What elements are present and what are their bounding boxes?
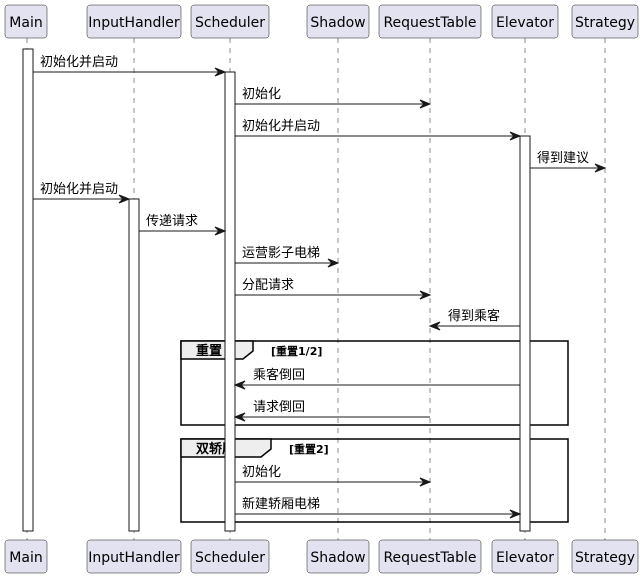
fragment-box [180, 438, 569, 523]
activation-main [22, 48, 34, 532]
participant-label: RequestTable [383, 15, 476, 31]
participant-box [86, 4, 182, 39]
message-9: 得到乘客 [428, 308, 520, 331]
fragment-guard: [重置2] [289, 442, 329, 456]
message-11: 请求倒回 [233, 400, 430, 422]
message-1: 初始化并启动 [33, 55, 227, 77]
arrowhead [233, 412, 246, 422]
message-label: 初始化并启动 [242, 119, 320, 134]
fragment-box [180, 340, 569, 426]
arrowhead [233, 380, 246, 390]
participant-box [190, 539, 270, 574]
participant-box [306, 4, 370, 39]
arrowhead [214, 226, 227, 236]
message-label: 分配请求 [242, 278, 294, 293]
participant-label: Scheduler [195, 15, 265, 31]
message-4: 得到建议 [530, 150, 607, 173]
arrowhead [594, 163, 607, 173]
message-6: 传递请求 [139, 214, 227, 236]
message-label: 初始化 [242, 465, 281, 480]
participant-box [190, 4, 270, 39]
activation-elevator [519, 135, 531, 532]
participant-box [86, 539, 182, 574]
message-2: 初始化 [235, 87, 432, 109]
arrowhead [428, 321, 441, 331]
participant-box [378, 4, 482, 39]
participant-label: InputHandler [88, 550, 180, 566]
arrowhead [118, 194, 131, 204]
participant-box [571, 4, 639, 39]
participant-label: Scheduler [195, 550, 265, 566]
participant-strategy-bottom: Strategy [571, 539, 639, 574]
message-label: 得到乘客 [448, 308, 500, 324]
participant-elevator-bottom: Elevator [491, 539, 559, 574]
arrowhead [509, 509, 522, 519]
participant-label: Shadow [310, 15, 365, 31]
participant-label: Shadow [310, 550, 365, 566]
participant-label: Strategy [575, 550, 635, 566]
participant-label: RequestTable [383, 550, 476, 566]
fragment-2: 双轿厢[重置2] [180, 438, 569, 523]
participant-label: Elevator [496, 550, 554, 566]
message-label: 得到建议 [537, 150, 589, 166]
arrowhead [419, 477, 432, 487]
message-label: 初始化并启动 [40, 182, 118, 197]
message-label: 新建轿厢电梯 [242, 496, 320, 512]
participant-label: Main [9, 15, 42, 31]
arrowhead [327, 258, 340, 268]
message-label: 初始化 [242, 87, 281, 102]
message-8: 分配请求 [235, 278, 432, 300]
activation-inputhandler [128, 198, 140, 532]
participant-box [306, 539, 370, 574]
participant-box [4, 4, 48, 39]
message-12: 初始化 [235, 465, 432, 487]
message-label: 初始化并启动 [40, 55, 118, 70]
participant-label: Elevator [496, 15, 554, 31]
participant-label: InputHandler [88, 15, 180, 31]
participant-box [491, 539, 559, 574]
arrowhead [419, 99, 432, 109]
participant-box [571, 539, 639, 574]
participant-elevator-top: Elevator [491, 4, 559, 39]
arrowhead [419, 290, 432, 300]
fragment-keyword: 重置 [196, 343, 222, 359]
participant-shadow-bottom: Shadow [306, 539, 370, 574]
participant-shadow-top: Shadow [306, 4, 370, 39]
message-13: 新建轿厢电梯 [235, 496, 522, 519]
message-3: 初始化并启动 [235, 119, 522, 141]
participant-inputhandler-bottom: InputHandler [86, 539, 182, 574]
message-label: 运营影子电梯 [242, 246, 320, 261]
message-5: 初始化并启动 [33, 182, 131, 204]
participant-box [378, 539, 482, 574]
participant-scheduler-top: Scheduler [190, 4, 270, 39]
message-label: 传递请求 [146, 214, 198, 229]
participant-inputhandler-top: InputHandler [86, 4, 182, 39]
activation-scheduler [224, 71, 236, 532]
participant-label: Main [9, 550, 42, 566]
message-10: 乘客倒回 [233, 367, 520, 390]
message-label: 乘客倒回 [253, 367, 305, 383]
participant-strategy-top: Strategy [571, 4, 639, 39]
participant-scheduler-bottom: Scheduler [190, 539, 270, 574]
participant-main-bottom: Main [4, 539, 48, 574]
participant-requesttable-top: RequestTable [378, 4, 482, 39]
participant-label: Strategy [575, 15, 635, 31]
fragment-guard: [重置1/2] [271, 344, 322, 358]
message-7: 运营影子电梯 [235, 246, 340, 268]
participant-main-top: Main [4, 4, 48, 39]
arrowhead [509, 131, 522, 141]
message-label: 请求倒回 [253, 400, 305, 415]
participant-requesttable-bottom: RequestTable [378, 539, 482, 574]
participant-box [4, 539, 48, 574]
participant-box [491, 4, 559, 39]
arrowhead [214, 67, 227, 77]
